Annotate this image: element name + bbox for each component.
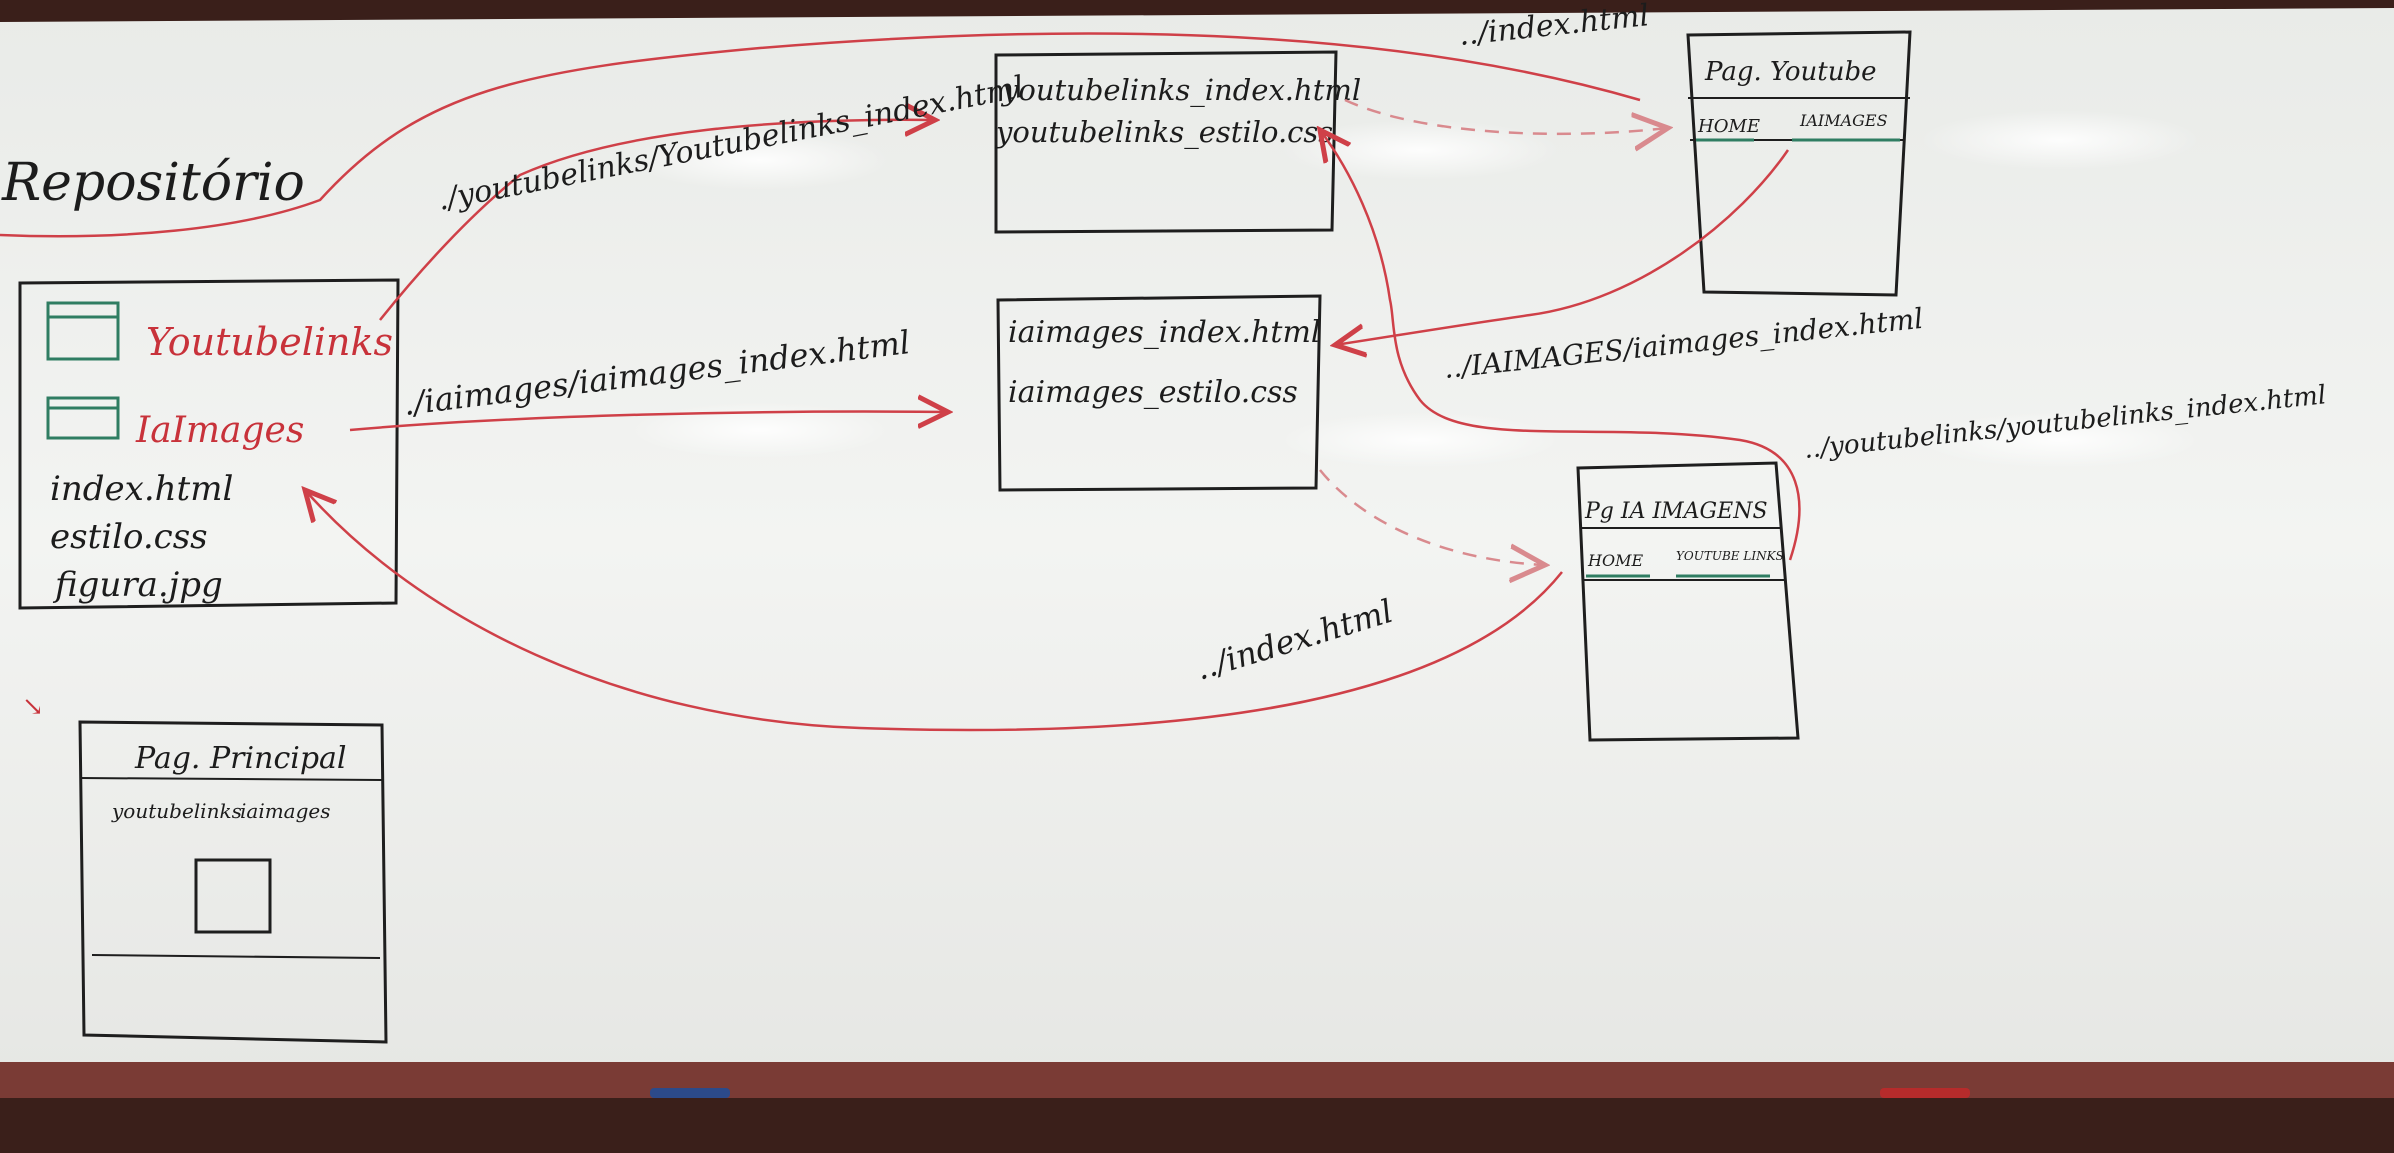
repo-box: Youtubelinks IaImages index.html estilo.… (18, 278, 400, 610)
marker-tray (0, 1062, 2394, 1098)
main-page-wireframe: Pag. Principal youtubelinks iaimages (78, 720, 388, 1044)
light-glare (1280, 412, 1560, 468)
red-marker (1880, 1088, 1970, 1098)
ia-file-index: iaimages_index.html (1008, 315, 1321, 350)
board-surface (0, 8, 2394, 1075)
folder-icon (46, 301, 120, 361)
ia-page-wireframe: Pg IA IMAGENS HOME YOUTUBE LINKS (1576, 461, 1800, 742)
repo-title: Repositório (1, 153, 305, 213)
ia-page-link-youtube: YOUTUBE LINKS (1676, 549, 1784, 563)
repo-boundary-line (0, 32, 1641, 238)
arrow-repo-to-ia (349, 412, 948, 432)
file-estilo-css: estilo.css (50, 517, 208, 557)
dashed-arrow-youtube-page (1344, 98, 1668, 134)
youtube-file-css: youtubelinks_estilo.css (994, 115, 1333, 150)
light-glare (630, 130, 890, 190)
dashed-arrow-ia-page (1319, 469, 1545, 565)
folder-iaimages: IaImages (135, 410, 304, 451)
ia-page-title: Pg IA IMAGENS (1584, 499, 1768, 524)
youtube-page-wireframe: Pag. Youtube HOME IAIMAGES (1686, 30, 1912, 297)
main-page-title: Pag. Principal (134, 741, 347, 776)
small-arrow: ↘ (22, 692, 44, 722)
ia-file-css: iaimages_estilo.css (1008, 375, 1298, 410)
light-glare (1920, 412, 2200, 468)
blue-marker (650, 1088, 730, 1098)
youtube-file-index: youtubelinks_index.html (1000, 73, 1361, 108)
folder-youtubelinks: Youtubelinks (146, 320, 393, 364)
file-figura-jpg: figura.jpg (52, 565, 223, 605)
image-placeholder (194, 858, 272, 934)
youtube-folder-box: youtubelinks_index.html youtubelinks_est… (994, 50, 1361, 234)
light-glare (630, 402, 890, 458)
youtube-page-link-iaimages: IAIMAGES (1799, 111, 1888, 130)
arrow-repo-to-youtube (379, 120, 935, 321)
folder-icon (46, 396, 120, 440)
file-index-html: index.html (50, 469, 233, 509)
main-page-link-youtube: youtubelinks (111, 799, 242, 823)
youtube-page-title: Pag. Youtube (1704, 57, 1877, 87)
ia-page-link-home: HOME (1587, 551, 1643, 570)
main-page-link-iaimages: iaimages (240, 799, 331, 823)
arrow-ia-to-youtube (1320, 130, 1801, 561)
youtube-page-link-home: HOME (1697, 116, 1760, 137)
light-glare (1920, 110, 2200, 170)
arrow-ia-home (305, 490, 1563, 732)
arrow-youtube-to-ia (1335, 149, 1790, 345)
ia-folder-box: iaimages_index.html iaimages_estilo.css (996, 294, 1322, 492)
